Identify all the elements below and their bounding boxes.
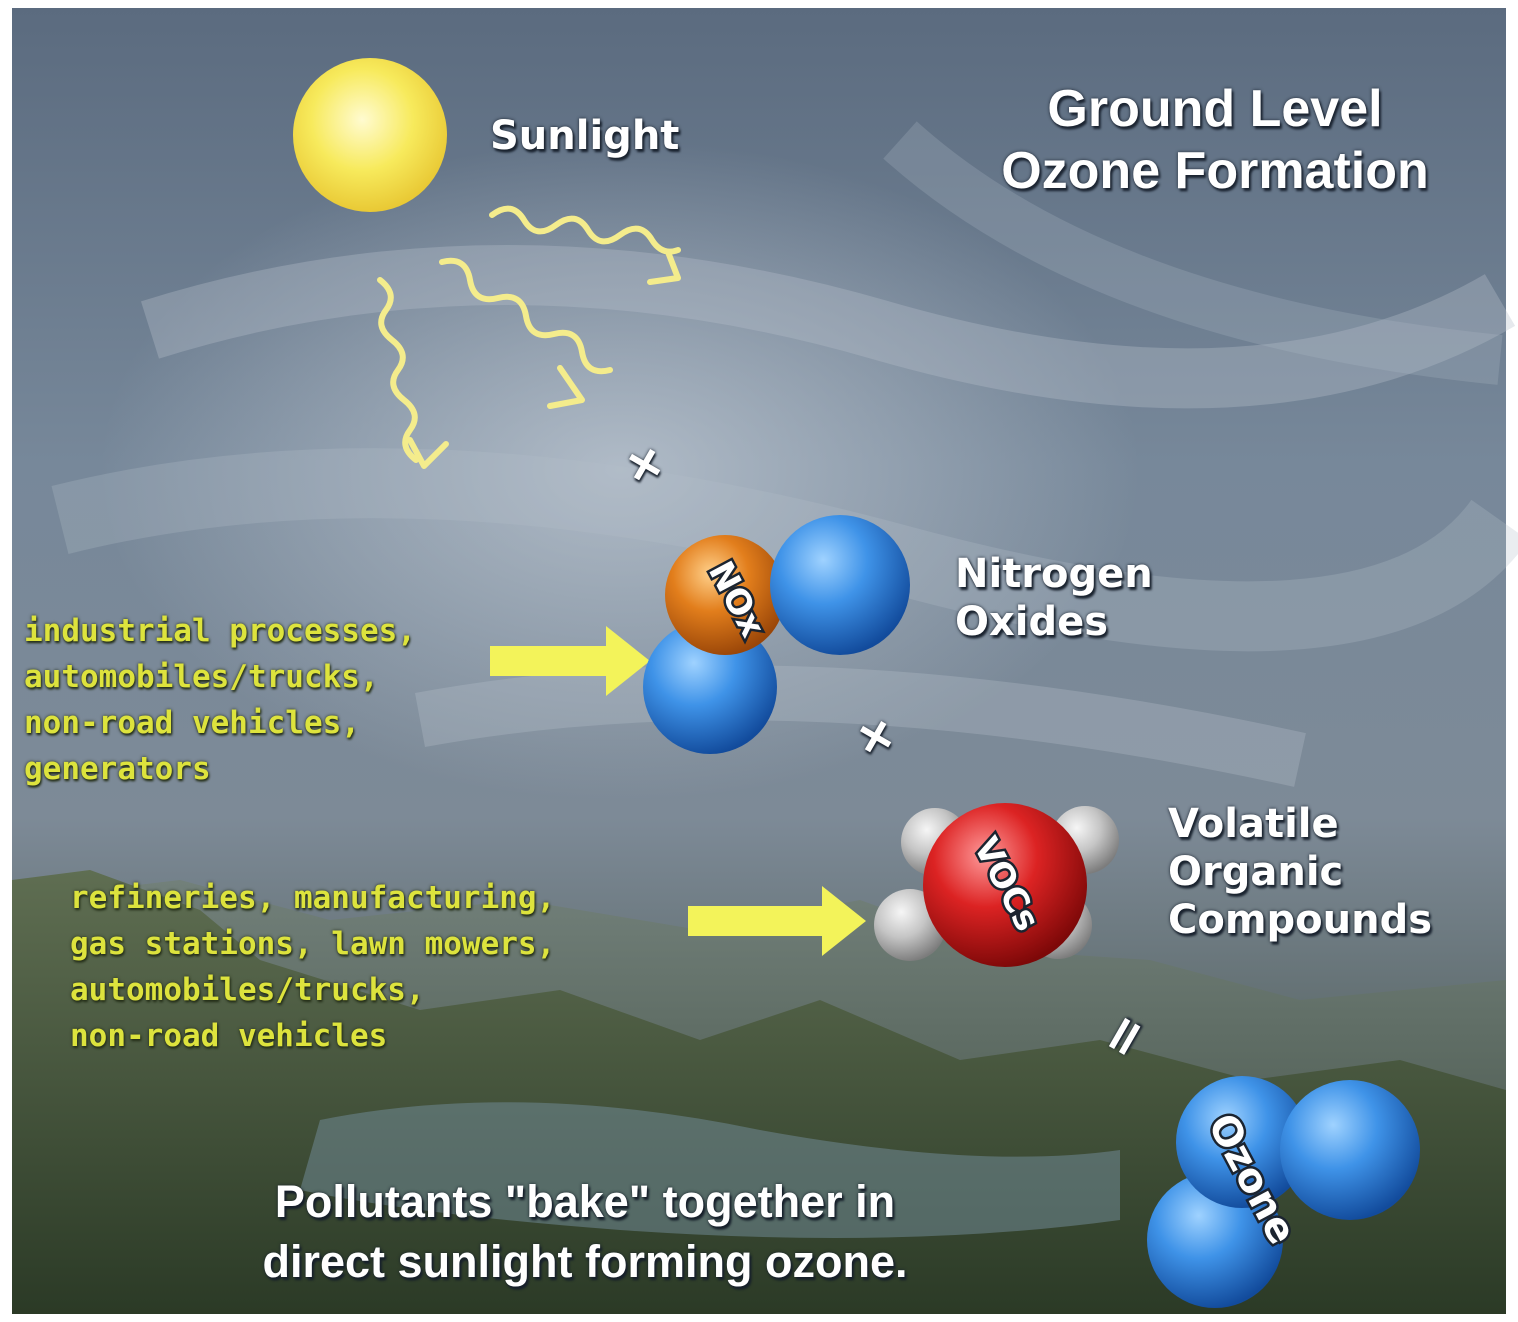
nox-molecule: NOx xyxy=(643,515,910,754)
caption: Pollutants "bake" together in direct sun… xyxy=(130,1172,1040,1292)
vocs-molecule: VOCs xyxy=(874,803,1119,967)
vocs-name-line2: Organic xyxy=(1168,849,1344,895)
vocs-name-line1: Volatile xyxy=(1168,801,1339,847)
cloud-streak xyxy=(883,121,1503,385)
arrow-right-icon xyxy=(490,626,650,696)
nox-source-item: non-road vehicles, xyxy=(24,705,360,741)
nox-name-line2: Oxides xyxy=(955,599,1109,645)
sunlight-label: Sunlight xyxy=(490,113,680,159)
sun-icon xyxy=(293,58,447,212)
nox-name-line1: Nitrogen xyxy=(955,551,1153,597)
oxygen-atom xyxy=(1176,1076,1308,1208)
vocs-name-line3: Compounds xyxy=(1168,897,1433,943)
vocs-source-item: automobiles/trucks, xyxy=(70,972,425,1008)
title-line2: Ozone Formation xyxy=(1001,142,1429,200)
oxygen-atom xyxy=(770,515,910,655)
wavy-arrow-icon xyxy=(439,257,613,409)
nox-source-item: automobiles/trucks, xyxy=(24,659,379,695)
wavy-arrow-icon xyxy=(377,277,449,469)
arrow-right-icon xyxy=(688,886,866,956)
wavy-arrow-icon xyxy=(489,205,681,285)
vocs-source-item: non-road vehicles xyxy=(70,1018,388,1054)
carbon-atom xyxy=(923,803,1087,967)
caption-line1: Pollutants "bake" together in xyxy=(274,1176,896,1227)
nox-name: Nitrogen Oxides xyxy=(955,550,1153,646)
title-line1: Ground Level xyxy=(1047,80,1383,138)
lake xyxy=(300,1102,1120,1238)
nox-source-item: generators xyxy=(24,751,211,787)
vocs-sources-list: refineries, manufacturing, gas stations,… xyxy=(70,875,555,1059)
vocs-name: Volatile Organic Compounds xyxy=(1168,800,1432,944)
vocs-source-item: refineries, manufacturing, xyxy=(70,880,556,916)
cloud-streak xyxy=(415,665,1306,787)
ozone-molecule: Ozone xyxy=(1147,1076,1420,1308)
cloud-streak xyxy=(141,245,1516,409)
caption-line2: direct sunlight forming ozone. xyxy=(262,1236,908,1287)
vocs-source-item: gas stations, lawn mowers, xyxy=(70,926,556,962)
page-title: Ground Level Ozone Formation xyxy=(975,78,1455,202)
oxygen-atom xyxy=(643,620,777,754)
nitrogen-atom xyxy=(665,535,785,655)
oxygen-atom xyxy=(1280,1080,1420,1220)
nox-source-item: industrial processes, xyxy=(24,613,416,649)
nox-sources-list: industrial processes, automobiles/trucks… xyxy=(24,608,416,792)
